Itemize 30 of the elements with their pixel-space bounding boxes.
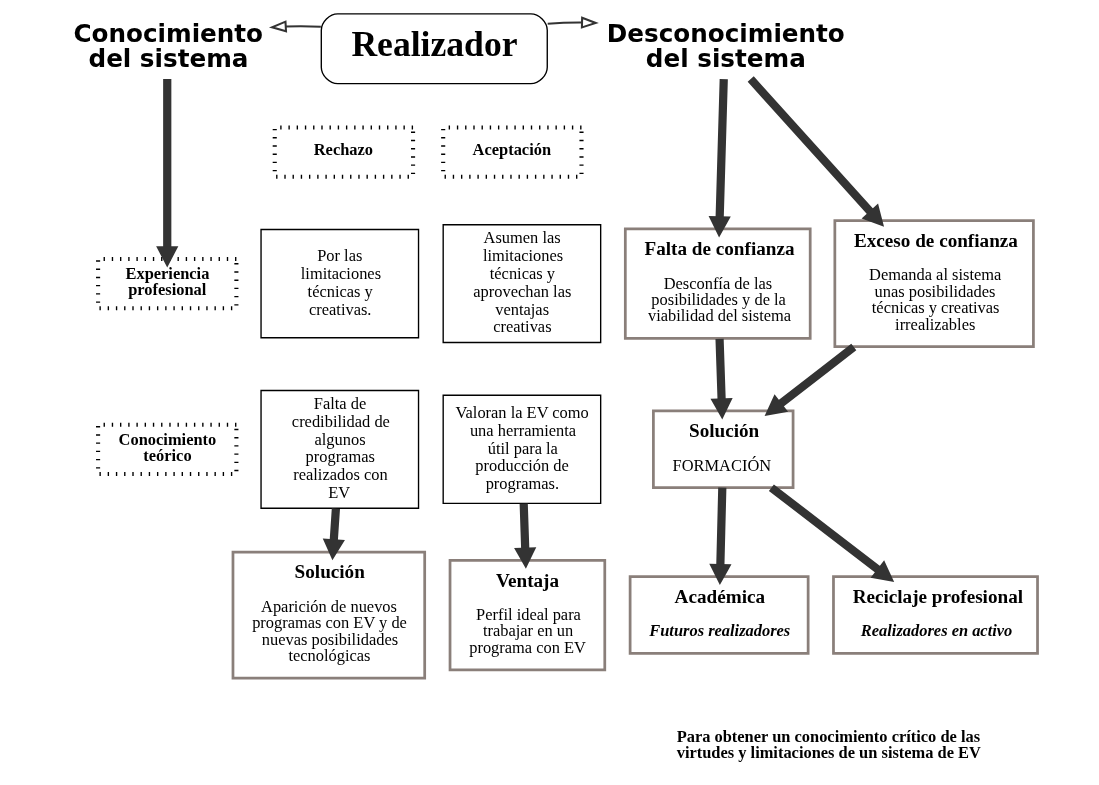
node-box: Aceptación — [440, 125, 584, 179]
node-box: Académica Futuros realizadores — [628, 575, 809, 655]
arrow — [155, 79, 178, 268]
node-box: Valoran la EV como una herramienta útil para la producción de programas. — [442, 394, 601, 505]
label: Para obtener un conocimiento crítico de las virtudes y limitaciones de un sistema de EV — [676, 726, 981, 763]
node-box: Exceso de confianza Demanda al sistema unas posibilidades técnicas y creativas irrealizables — [832, 219, 1035, 348]
arrow — [768, 484, 894, 582]
node-box: Rechazo — [272, 125, 415, 179]
node-box: Falta de confianza Desconfía de las posibilidades y de la viabilidad del sistema — [623, 227, 812, 340]
arrow — [764, 343, 856, 416]
arrow — [513, 503, 536, 569]
node-box: Experiencia profesional — [95, 256, 238, 311]
node-box: Solución FORMACIÓN — [651, 409, 794, 490]
arrow — [708, 487, 731, 586]
arrow — [322, 508, 345, 561]
node-box: Ventaja Perfil ideal para trabajar en un programa con EV — [448, 558, 606, 672]
node-text: Desconocimiento del sistema — [606, 19, 845, 74]
arrow — [268, 20, 321, 33]
arrow — [547, 16, 599, 29]
arrow — [709, 338, 733, 420]
node-box: Solución Aparición de nuevos programas con EV y de nuevas posibilidades tecnológicas — [231, 550, 426, 680]
node-box: Reciclaje profesional Realizadores en activo — [831, 575, 1039, 655]
arrow — [747, 76, 884, 227]
node-box: Realizador — [320, 13, 548, 85]
node-box: Por las limitaciones técnicas y creativas. — [259, 228, 419, 339]
node-box: Falta de credibilidad de algunos programas realizados con EV — [259, 389, 419, 509]
arrow — [708, 78, 731, 238]
node-box: Conocimiento teórico — [95, 422, 238, 477]
node-box: Asumen las limitaciones técnicas y aprovechan las ventajas creativas — [442, 224, 601, 344]
node-text: Conocimiento del sistema — [72, 19, 263, 74]
